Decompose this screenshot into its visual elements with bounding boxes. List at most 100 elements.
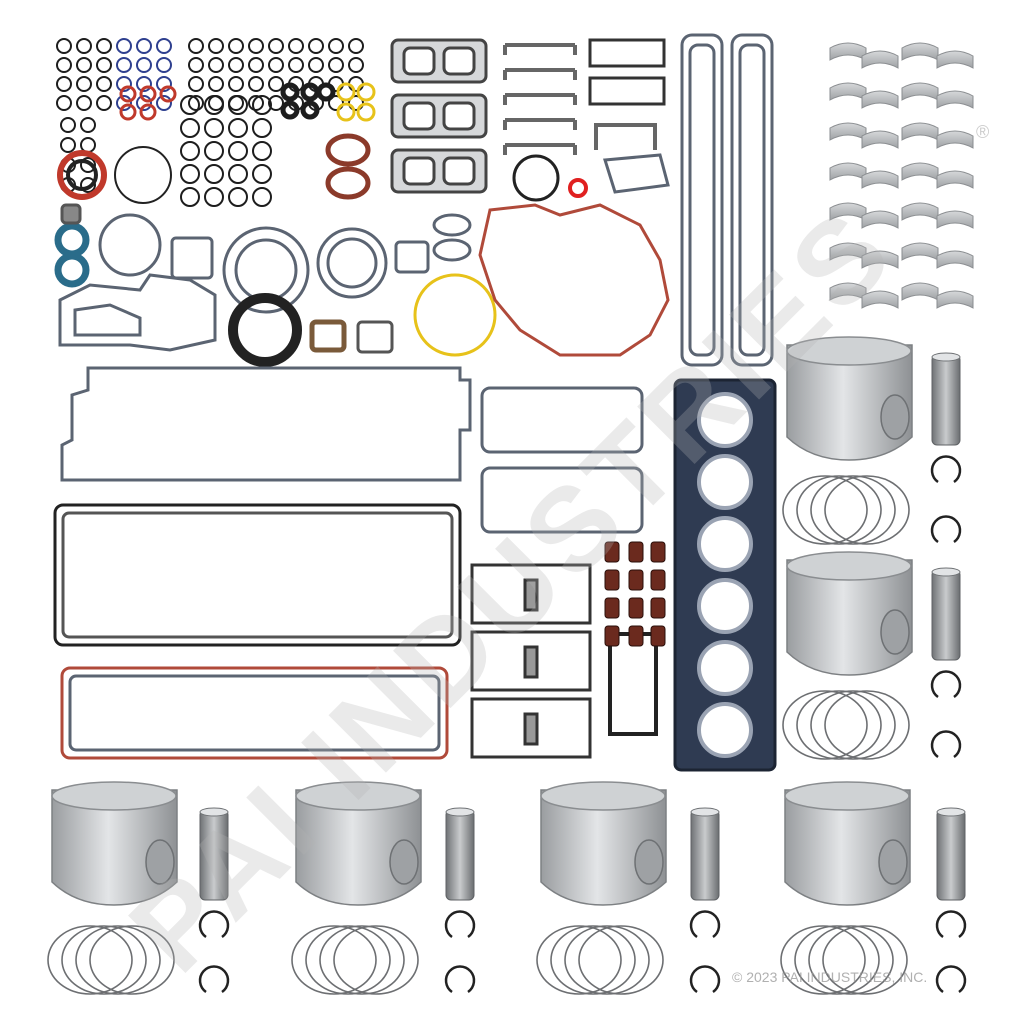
piston-pin-bore bbox=[145, 839, 175, 885]
o-ring bbox=[116, 76, 132, 92]
piston-ring bbox=[824, 475, 910, 545]
retaining-clip bbox=[689, 910, 721, 939]
bearing-shell bbox=[901, 42, 939, 61]
o-ring bbox=[116, 57, 132, 73]
o-ring bbox=[348, 38, 364, 54]
piston-pin bbox=[931, 354, 961, 446]
o-ring bbox=[252, 118, 272, 138]
piston-ring bbox=[796, 690, 882, 760]
o-ring bbox=[96, 95, 112, 111]
bearing-shell bbox=[829, 242, 867, 261]
o-ring bbox=[204, 187, 224, 207]
piston-ring bbox=[75, 925, 161, 995]
o-ring bbox=[136, 95, 152, 111]
head-gasket bbox=[673, 378, 777, 772]
piston bbox=[540, 789, 667, 906]
o-ring bbox=[288, 38, 304, 54]
o-ring bbox=[80, 177, 96, 193]
o-ring bbox=[268, 57, 284, 73]
valve-stem-seal bbox=[604, 541, 620, 563]
valve-stem-seal bbox=[604, 625, 620, 647]
piston-pin-bore bbox=[880, 394, 910, 440]
piston-set bbox=[47, 336, 967, 995]
bearing-shell bbox=[829, 282, 867, 301]
cylinder-bore bbox=[697, 578, 753, 634]
cylinder-bore bbox=[697, 640, 753, 696]
valve-stem-seal bbox=[628, 569, 644, 591]
piston-ring bbox=[782, 475, 868, 545]
o-ring bbox=[80, 157, 96, 173]
valve-stem-seal bbox=[650, 541, 666, 563]
o-ring bbox=[159, 85, 177, 103]
piston-crown bbox=[784, 781, 910, 811]
piston-crown bbox=[786, 551, 912, 581]
o-ring-set bbox=[56, 38, 376, 207]
retaining-clip bbox=[444, 965, 476, 994]
piston-ring bbox=[319, 925, 405, 995]
o-ring bbox=[336, 82, 356, 102]
o-ring bbox=[328, 57, 344, 73]
o-ring bbox=[60, 137, 76, 153]
retaining-clip bbox=[930, 670, 962, 699]
bearing-shell bbox=[829, 42, 867, 61]
o-ring bbox=[228, 164, 248, 184]
o-ring bbox=[356, 102, 376, 122]
o-ring bbox=[208, 76, 224, 92]
o-ring bbox=[180, 164, 200, 184]
o-ring bbox=[116, 95, 132, 111]
piston-ring bbox=[796, 475, 882, 545]
copyright-text: © 2023 PAI INDUSTRIES, INC. bbox=[732, 969, 928, 985]
retaining-clip bbox=[689, 965, 721, 994]
piston-ring bbox=[824, 690, 910, 760]
o-ring bbox=[116, 38, 132, 54]
bearing-shell bbox=[829, 82, 867, 101]
valve-stem-seal bbox=[650, 625, 666, 647]
valve-stem-seal bbox=[604, 597, 620, 619]
o-ring bbox=[248, 38, 264, 54]
o-ring bbox=[252, 187, 272, 207]
o-ring bbox=[308, 57, 324, 73]
piston-ring bbox=[810, 475, 896, 545]
retaining-clip bbox=[935, 910, 967, 939]
retaining-clip bbox=[930, 515, 962, 544]
o-ring bbox=[188, 76, 204, 92]
o-ring bbox=[268, 38, 284, 54]
o-ring bbox=[188, 95, 204, 111]
o-ring bbox=[204, 95, 224, 115]
retaining-clip bbox=[930, 730, 962, 759]
piston-ring bbox=[305, 925, 391, 995]
piston bbox=[786, 559, 913, 676]
o-ring bbox=[204, 118, 224, 138]
retaining-clip bbox=[444, 910, 476, 939]
bearing-shell bbox=[901, 162, 939, 181]
valve-stem-seal bbox=[628, 541, 644, 563]
retaining-clip bbox=[198, 965, 230, 994]
retaining-clip bbox=[935, 965, 967, 994]
piston-ring bbox=[794, 925, 880, 995]
o-ring bbox=[119, 85, 137, 103]
piston-ring bbox=[810, 690, 896, 760]
registered-mark: ® bbox=[976, 122, 990, 142]
bearing-shell bbox=[829, 202, 867, 221]
o-ring bbox=[228, 95, 248, 115]
rocker-cover-strips bbox=[680, 33, 774, 367]
o-ring bbox=[252, 95, 272, 115]
piston-pin-bore bbox=[878, 839, 908, 885]
bearing-shell bbox=[861, 130, 899, 149]
o-ring bbox=[139, 85, 157, 103]
piston bbox=[784, 789, 911, 906]
bearing-shell bbox=[936, 170, 974, 189]
bearing-shell bbox=[936, 290, 974, 309]
o-ring bbox=[96, 76, 112, 92]
piston-ring bbox=[808, 925, 894, 995]
piston-pin bbox=[199, 809, 229, 901]
seal-set bbox=[54, 146, 588, 288]
o-ring bbox=[76, 38, 92, 54]
piston bbox=[51, 789, 178, 906]
piston-ring bbox=[333, 925, 419, 995]
o-ring bbox=[80, 137, 96, 153]
bearing-shell bbox=[861, 170, 899, 189]
o-ring bbox=[248, 76, 264, 92]
o-ring bbox=[208, 57, 224, 73]
piston bbox=[786, 344, 913, 461]
